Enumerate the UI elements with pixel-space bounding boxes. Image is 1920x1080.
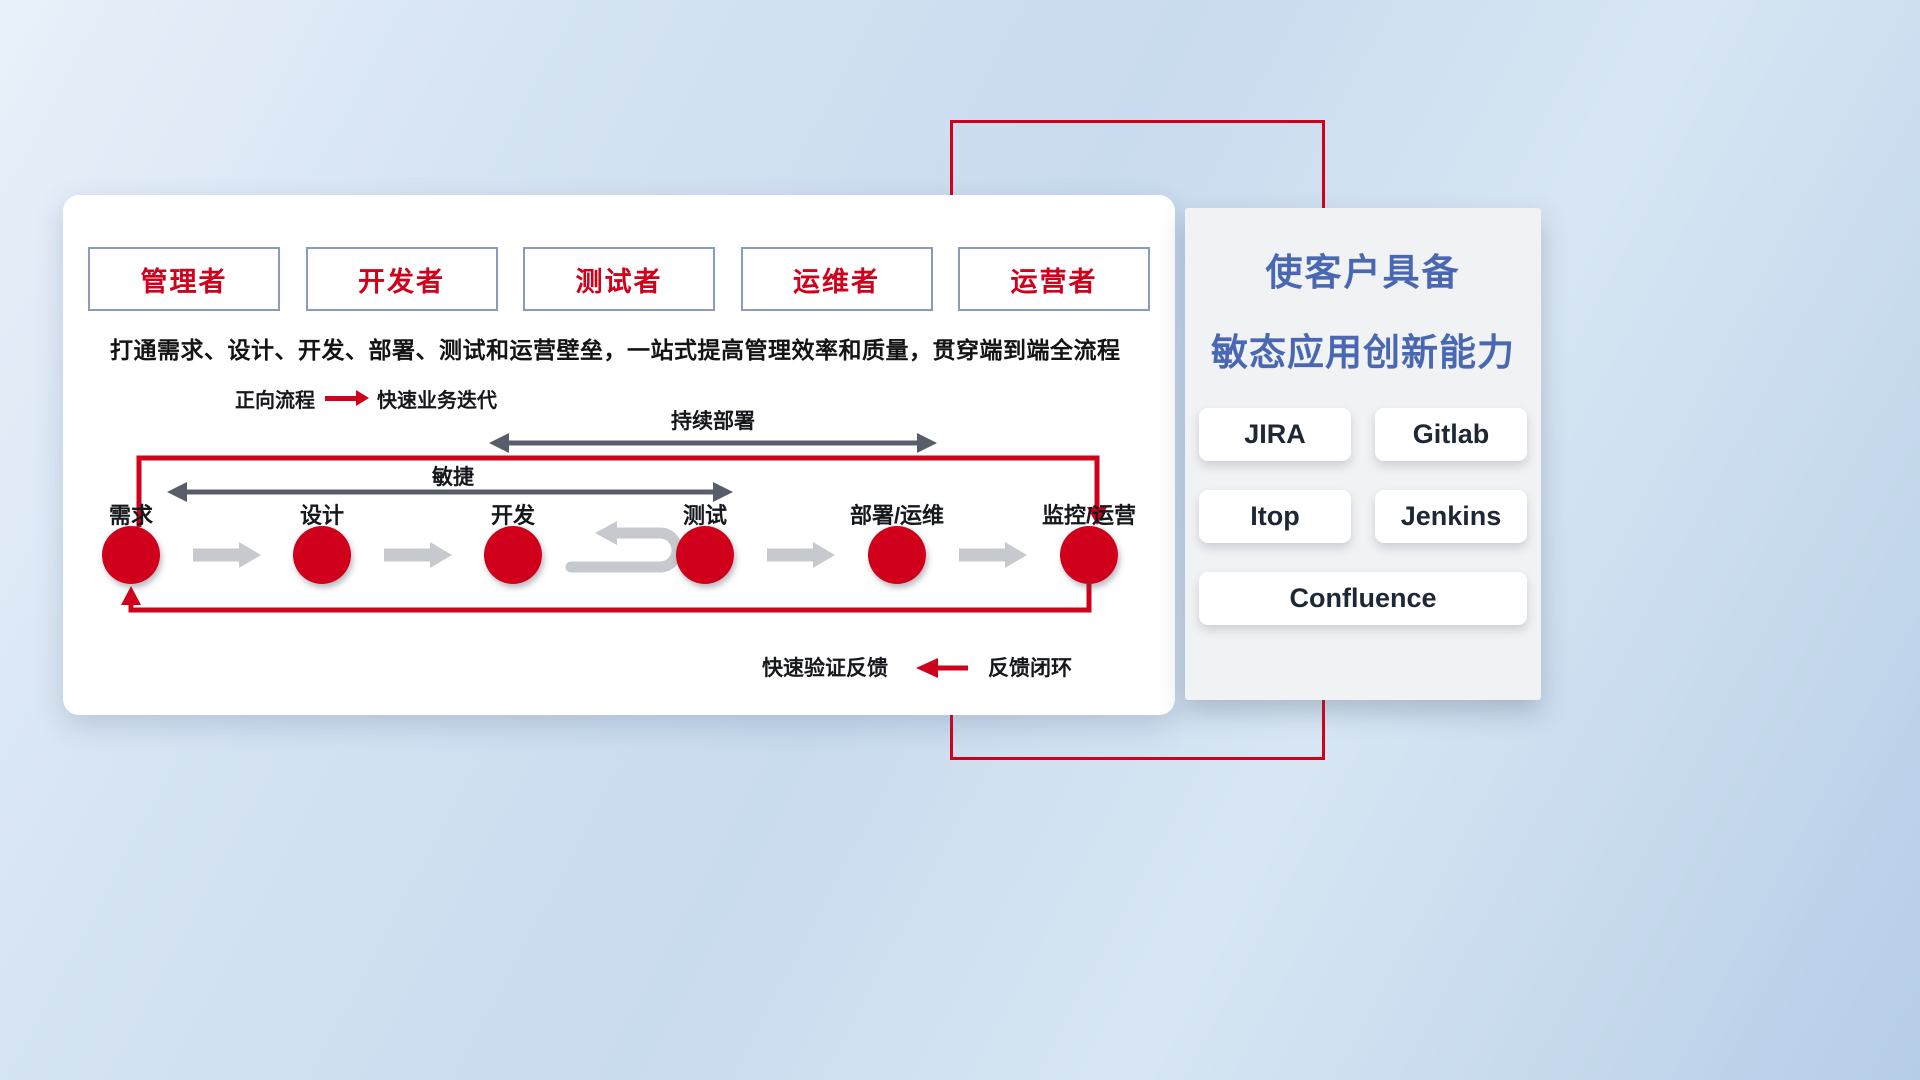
forward-flow-label: 正向流程	[235, 389, 315, 412]
agile-label: 敏捷	[431, 465, 474, 489]
flow-node-label: 测试	[683, 503, 727, 528]
flow-node-label: 监控/运营	[1042, 503, 1136, 528]
flow-node-design	[293, 526, 351, 584]
panel-title-line1: 使客户具备	[1265, 252, 1461, 293]
flow-node-label: 部署/运维	[850, 503, 944, 528]
feedback-loop-label: 反馈闭环	[988, 656, 1072, 680]
role-box-operator: 运营者	[958, 247, 1150, 311]
role-box-developer: 开发者	[305, 247, 498, 311]
forward-flow-desc: 快速业务迭代	[377, 389, 497, 412]
feedback-arrowhead-icon	[916, 658, 938, 678]
continuous-deploy-label: 持续部署	[671, 410, 755, 433]
process-subtitle: 打通需求、设计、开发、部署、测试和运营壁垒，一站式提高管理效率和质量，贯穿端到端…	[110, 337, 1121, 363]
tool-button-gitlab[interactable]: Gitlab	[1375, 408, 1527, 461]
cd-right-arrowhead-icon	[917, 433, 937, 453]
step-arrowhead-icon	[1005, 542, 1027, 568]
feedback-loop-line	[128, 584, 1092, 613]
agile-left-arrowhead-icon	[167, 482, 187, 502]
tool-button-jira[interactable]: JIRA	[1199, 408, 1351, 461]
step-arrowhead-icon	[430, 542, 452, 568]
tool-button-itop[interactable]: Itop	[1199, 490, 1351, 543]
flow-diagram: 持续部署 敏捷 需求	[102, 410, 1136, 680]
tool-buttons: JIRA Gitlab Itop Jenkins Confluence	[1199, 408, 1527, 625]
feedback-verify-label: 快速验证反馈	[762, 656, 888, 680]
flow-node-monitor-operate	[1060, 526, 1118, 584]
cd-left-arrowhead-icon	[489, 433, 509, 453]
step-arrowhead-icon	[239, 542, 261, 568]
role-box-tester: 测试者	[523, 247, 715, 311]
flow-node-requirement	[102, 526, 160, 584]
forward-arrow-icon	[325, 389, 369, 406]
step-arrowhead-icon	[813, 542, 835, 568]
capability-panel: 使客户具备 敏态应用创新能力 JIRA Gitlab Itop Jenkins …	[1185, 208, 1541, 700]
roles-row: 管理者 开发者 测试者 运维者 运营者	[88, 247, 1150, 311]
legend-forward: 正向流程 快速业务迭代	[235, 385, 497, 412]
flow-node-label: 设计	[300, 503, 344, 528]
flow-node-deploy-ops	[868, 526, 926, 584]
tool-button-jenkins[interactable]: Jenkins	[1375, 490, 1527, 543]
flow-node-test	[676, 526, 734, 584]
forward-loop-line	[136, 455, 1100, 527]
role-box-ops: 运维者	[740, 247, 933, 311]
iteration-loop-icon	[565, 527, 683, 573]
flow-node-label: 需求	[109, 503, 153, 528]
role-box-manager: 管理者	[88, 247, 280, 311]
feedback-loop-arrowhead-icon	[121, 586, 141, 605]
flow-node-label: 开发	[491, 503, 536, 528]
forward-loop-arrowhead-icon	[1087, 507, 1107, 525]
flow-node-develop	[484, 526, 542, 584]
panel-title-line2: 敏态应用创新能力	[1211, 332, 1515, 373]
tool-button-confluence[interactable]: Confluence	[1199, 572, 1527, 625]
process-card: 管理者 开发者 测试者 运维者 运营者 打通需求、设计、开发、部署、测试和运营壁…	[63, 195, 1175, 715]
iteration-loop-arrowhead-icon	[595, 521, 617, 545]
agile-right-arrowhead-icon	[713, 482, 733, 502]
